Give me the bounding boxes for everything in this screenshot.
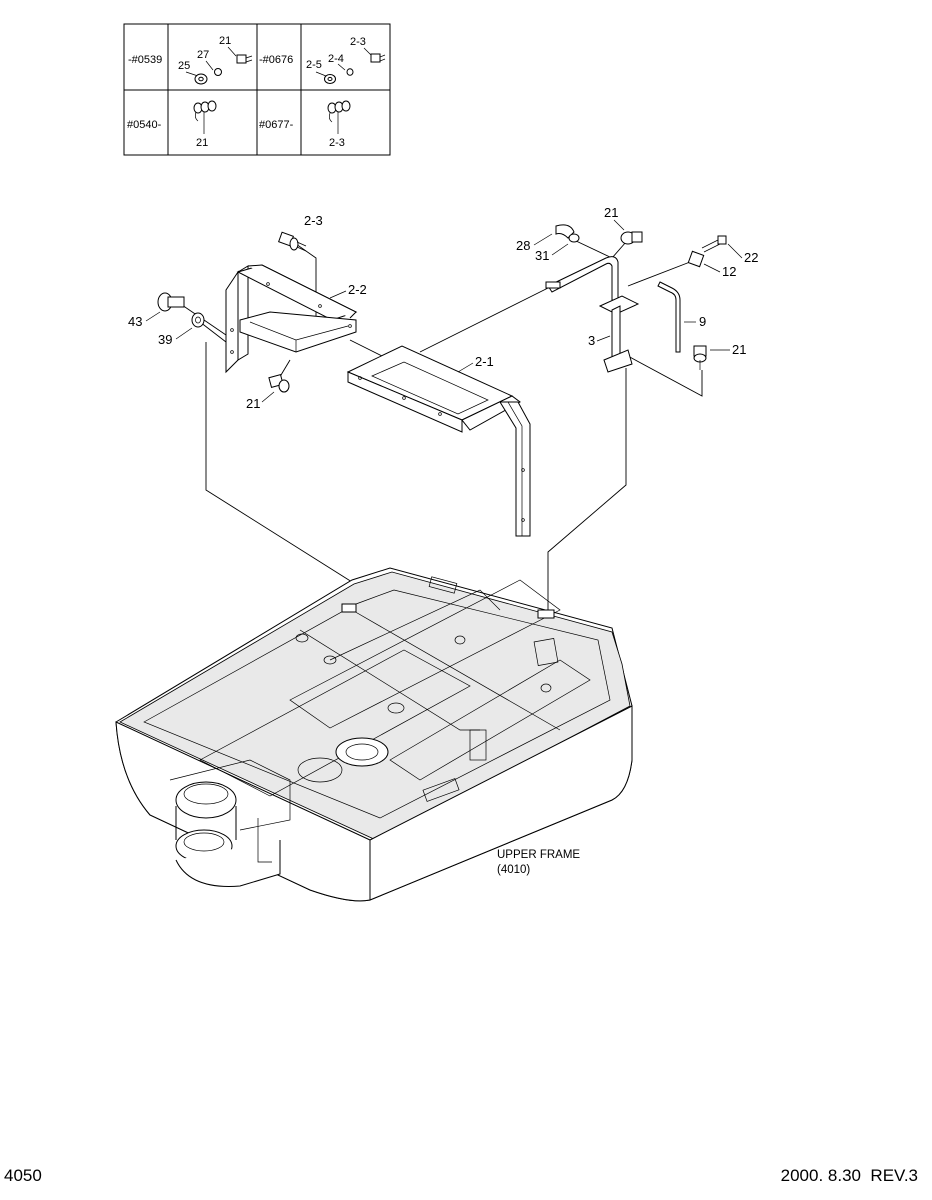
bolt-icon	[370, 53, 386, 63]
serial-0540: #0540-	[127, 119, 162, 131]
callout-21-left: 21	[246, 396, 260, 411]
table-callout-2-5: 2-5	[306, 59, 322, 71]
table-callout-2-4: 2-4	[328, 53, 344, 65]
nut-39-icon	[191, 312, 205, 328]
bolt-assembly-icon	[193, 100, 217, 134]
serial-0539: -#0539	[128, 54, 162, 66]
guard-part-2-1	[346, 345, 531, 537]
table-callout-25: 25	[178, 60, 190, 72]
handrail-part-3	[545, 256, 640, 373]
serial-0677: #0677-	[259, 119, 294, 131]
callout-2-3: 2-3	[304, 213, 323, 228]
pin-43-icon	[157, 292, 185, 312]
callout-21-right: 21	[732, 342, 746, 357]
serial-table: -#0539 -#0676 #0540- #0677- 25 27 21 2-5…	[123, 23, 391, 156]
bolt-22-icon	[701, 235, 727, 253]
serial-0676: -#0676	[259, 54, 293, 66]
callout-31: 31	[535, 248, 549, 263]
page-number: 4050	[4, 1166, 42, 1185]
callout-28: 28	[516, 238, 530, 253]
callout-9: 9	[699, 314, 706, 329]
callout-21-top: 21	[604, 205, 618, 220]
bolt-icon	[236, 54, 253, 64]
bracket-part-2-2	[225, 264, 358, 374]
bolt-assembly-icon	[327, 100, 351, 134]
callouts: 2-3 2-2 43 39 21 2-1 28 31 21 22 12 9 3 …	[128, 205, 758, 411]
callout-22: 22	[744, 250, 758, 265]
washer-icon	[194, 68, 222, 85]
bolt-21-top-icon	[620, 231, 643, 245]
washer-31-icon	[568, 233, 580, 243]
bolt-21-right-icon	[693, 345, 707, 370]
callout-39: 39	[158, 332, 172, 347]
callout-12: 12	[722, 264, 736, 279]
washer-icon	[324, 68, 354, 84]
callout-3: 3	[588, 333, 595, 348]
bolt-21-left-icon	[268, 374, 290, 393]
table-callout-21a: 21	[219, 35, 231, 47]
callout-43: 43	[128, 314, 142, 329]
revision-date: 2000. 8.30 REV.3	[780, 1166, 918, 1185]
table-callout-2-3a: 2-3	[350, 36, 366, 48]
clip-part-12	[687, 250, 705, 268]
pipe-part-9	[657, 281, 681, 353]
table-callout-2-3b: 2-3	[329, 137, 345, 149]
frame-label-line1: UPPER FRAME	[497, 849, 580, 861]
callout-2-1: 2-1	[475, 354, 494, 369]
frame-label-line2: (4010)	[497, 864, 530, 876]
cotter-pin-28-icon	[555, 224, 575, 239]
upper-frame	[115, 567, 633, 902]
table-callout-21b: 21	[196, 137, 208, 149]
bolt-2-3-icon	[278, 231, 307, 252]
callout-2-2: 2-2	[348, 282, 367, 297]
table-callout-27: 27	[197, 49, 209, 61]
assembly-leader-lines	[181, 239, 703, 612]
